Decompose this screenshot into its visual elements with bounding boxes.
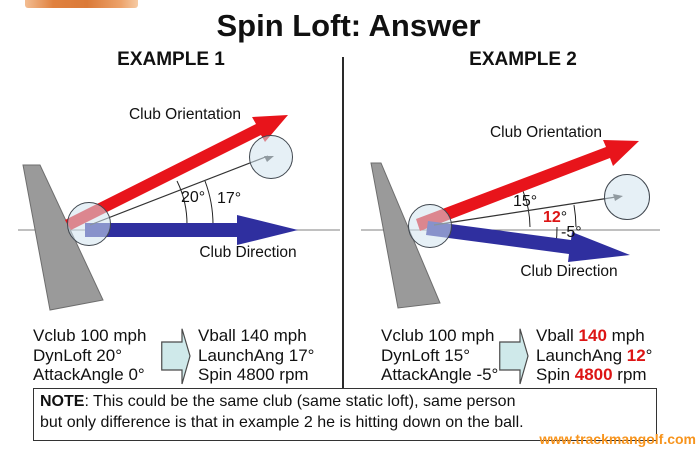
flow-arrow-icon xyxy=(499,328,529,385)
attackangle-line: AttackAngle 0° xyxy=(33,365,145,384)
club-orientation-arrow xyxy=(416,140,639,231)
launch-angle-label: 12° xyxy=(543,209,567,226)
example2-inputs: Vclub 100 mph DynLoft 15° AttackAngle -5… xyxy=(381,326,498,385)
club-head-shape xyxy=(370,162,441,309)
example1-outputs: Vball 140 mph LaunchAng 17° Spin 4800 rp… xyxy=(198,326,314,385)
attack-angle-label: -5° xyxy=(561,224,582,241)
note-line-2: but only difference is that in example 2… xyxy=(40,414,524,431)
club-direction-label: Club Direction xyxy=(520,263,617,280)
example2-diagram: Club Orientation 15° 12° -5° Club Direct… xyxy=(361,124,660,309)
spin-highlight: 4800 xyxy=(574,365,613,384)
spin-line: Spin 4800 rpm xyxy=(198,365,309,384)
club-direction-label: Club Direction xyxy=(199,244,296,261)
vball-line: Vball 140 mph xyxy=(198,326,307,345)
ball-at-impact xyxy=(408,204,452,248)
launchang-line: LaunchAng 17° xyxy=(198,345,315,365)
loft-angle-arc xyxy=(522,190,531,228)
launchang-highlight: 12 xyxy=(626,345,646,365)
note-line-1: NOTE: This could be the same club (same … xyxy=(40,393,516,410)
spin-line: Spin 4800 rpm xyxy=(536,365,647,384)
loft-angle-label: 20° xyxy=(181,189,205,206)
launch-line xyxy=(89,155,269,226)
page-title: Spin Loft: Answer xyxy=(216,8,481,43)
vclub-line: Vclub 100 mph xyxy=(33,326,147,345)
vball-highlight: 140 xyxy=(578,326,607,345)
vertical-divider xyxy=(342,57,344,388)
dynloft-line: DynLoft 20° xyxy=(33,345,123,365)
example2-heading: EXAMPLE 2 xyxy=(469,49,577,70)
example1-inputs: Vclub 100 mph DynLoft 20° AttackAngle 0° xyxy=(33,326,146,385)
website-watermark: www.trackmangolf.com xyxy=(539,431,696,447)
launch-line xyxy=(433,196,617,226)
attackangle-line: AttackAngle -5° xyxy=(381,365,499,384)
ball-in-flight xyxy=(604,174,650,220)
loft-angle-arc xyxy=(176,180,188,226)
ball-in-flight xyxy=(249,135,293,179)
launchang-line: LaunchAng 12° xyxy=(536,345,653,365)
note-box: NOTE: This could be the same club (same … xyxy=(33,388,657,441)
club-head-shape xyxy=(22,164,104,311)
club-direction-arrow xyxy=(426,221,630,262)
club-orientation-arrow xyxy=(65,115,288,230)
flow-arrow-icon xyxy=(161,328,191,385)
vball-line: Vball 140 mph xyxy=(536,326,645,345)
top-edge-artifact xyxy=(25,0,138,8)
launch-angle-arc xyxy=(204,180,214,226)
example1-heading: EXAMPLE 1 xyxy=(117,49,225,70)
loft-angle-label: 15° xyxy=(513,193,537,210)
vclub-line: Vclub 100 mph xyxy=(381,326,495,345)
example1-diagram: Club Orientation 20° 17° Club Direction xyxy=(18,106,340,311)
note-label: NOTE xyxy=(40,393,85,410)
example2-outputs: Vball 140 mph LaunchAng 12° Spin 4800 rp… xyxy=(536,326,652,385)
launch-angle-arc xyxy=(573,204,577,228)
club-orientation-label: Club Orientation xyxy=(490,124,602,141)
dynloft-line: DynLoft 15° xyxy=(381,345,471,365)
ball-at-impact xyxy=(67,202,111,246)
club-orientation-label: Club Orientation xyxy=(129,106,241,123)
launch-angle-label: 17° xyxy=(217,190,241,207)
club-direction-arrow xyxy=(85,215,298,245)
